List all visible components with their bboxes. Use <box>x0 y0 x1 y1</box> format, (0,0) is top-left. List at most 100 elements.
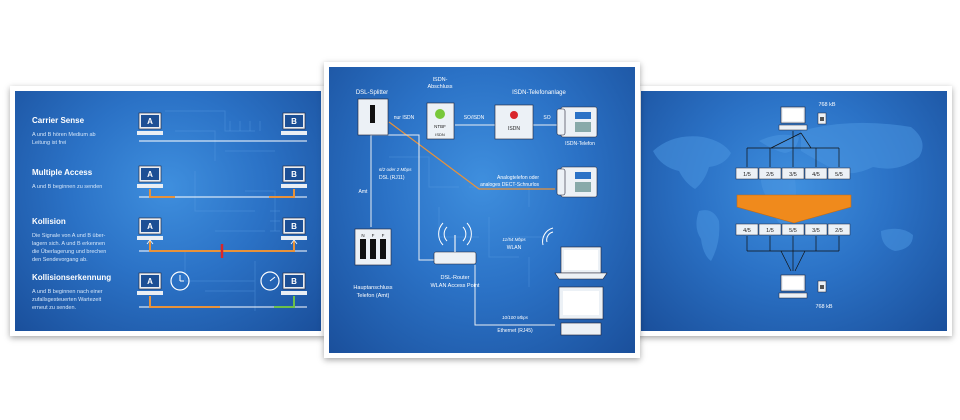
analog-phone-icon <box>556 166 598 198</box>
packet-box: 5/5 <box>781 223 805 236</box>
label-size-bottom: 768 kB <box>815 304 832 310</box>
label-dsl-speed: 6/2 oder 2 Mbps <box>379 167 412 172</box>
dsl-splitter-device <box>357 98 389 136</box>
label-hauptanschluss: Hauptanschluss <box>353 285 392 291</box>
circuit-pattern <box>165 110 280 311</box>
line-ethernet <box>474 265 555 326</box>
label-analog: Analogtelefon oder <box>497 175 539 181</box>
isdn-pbx-device: ISDN <box>494 104 534 140</box>
csma-cd-svg: Carrier Sense A und B hören Medium ab Le… <box>32 110 307 311</box>
row4-signal-b <box>274 296 295 308</box>
wlan-router-device <box>433 222 477 265</box>
label-isdn-telefonanlage: ISDN-Telefonanlage <box>512 90 566 96</box>
svg-text:4/5: 4/5 <box>743 228 751 234</box>
svg-text:4/5: 4/5 <box>812 172 820 178</box>
packet-box: 4/5 <box>735 223 759 236</box>
row4-station-a: A <box>137 272 163 295</box>
transfer-arrow <box>736 194 852 224</box>
label-router: DSL-Router <box>440 275 469 281</box>
section-desc-multiple-access: A und B beginnen zu senden <box>32 184 102 190</box>
section-desc-carrier-sense: A und B hören Medium ab <box>32 132 96 138</box>
row1-station-b: B <box>281 112 307 135</box>
packet-box: 5/5 <box>827 167 851 180</box>
label-amt: Amt <box>359 189 369 195</box>
label-dsl-splitter: DSL-Splitter <box>356 90 388 96</box>
svg-text:lagern sich. A und B erkennen: lagern sich. A und B erkennen <box>32 241 105 247</box>
merge-lines-bottom <box>746 236 840 272</box>
csma-cd-diagram: Carrier Sense A und B hören Medium ab Le… <box>15 91 321 331</box>
network-panel: DSL-Splitter ISDN- Abschluss NTBF ISDN n… <box>324 62 640 358</box>
svg-text:1/5: 1/5 <box>743 172 751 178</box>
svg-text:3/5: 3/5 <box>812 228 820 234</box>
section-title-multiple-access: Multiple Access <box>32 168 93 177</box>
file-icon <box>817 112 827 125</box>
svg-text:den Sendevorgang ab.: den Sendevorgang ab. <box>32 257 88 263</box>
row2-station-b: B <box>281 165 307 188</box>
packet-box: 4/5 <box>804 167 828 180</box>
row1-station-a: A <box>137 112 163 135</box>
svg-text:2/5: 2/5 <box>835 228 843 234</box>
csma-cd-panel: Carrier Sense A und B hören Medium ab Le… <box>10 86 326 336</box>
row2-signal-b <box>269 189 295 198</box>
label-size-top: 768 kB <box>818 102 835 108</box>
section-title-kollision: Kollision <box>32 217 66 226</box>
svg-text:F: F <box>372 233 375 238</box>
station-a-label: A <box>147 117 153 126</box>
top-packet-row: 1/5 2/5 3/5 4/5 5/5 <box>735 167 851 180</box>
label-ntbf: NTBF <box>434 124 446 129</box>
row3-signal-a <box>149 241 222 252</box>
ntbf-device: NTBF ISDN <box>426 102 455 140</box>
svg-text:Telefon (Amt): Telefon (Amt) <box>357 293 390 299</box>
packet-box: 1/5 <box>758 223 782 236</box>
packet-box: 2/5 <box>827 223 851 236</box>
collision-return-arrows <box>146 239 298 245</box>
svg-text:5/5: 5/5 <box>789 228 797 234</box>
svg-text:2/5: 2/5 <box>766 172 774 178</box>
label-so-isdn: SO/ISDN <box>464 115 485 121</box>
row3-station-b: B <box>281 217 307 240</box>
station-b-label: B <box>291 117 297 126</box>
packet-transfer-panel: 768 kB 1/5 2/5 3/5 4/5 5/5 <box>636 86 952 336</box>
svg-text:die Überlagerung und brechen: die Überlagerung und brechen <box>32 248 106 255</box>
packet-transfer-diagram: 768 kB 1/5 2/5 3/5 4/5 5/5 <box>641 91 947 331</box>
packet-box: 2/5 <box>758 167 782 180</box>
svg-text:Leitung ist frei: Leitung ist frei <box>32 140 66 146</box>
network-svg: DSL-Splitter ISDN- Abschluss NTBF ISDN n… <box>353 77 608 336</box>
svg-text:erneut zu senden.: erneut zu senden. <box>32 305 77 311</box>
section-desc-kollisionserkennung: A und B beginnen nach einer <box>32 289 103 295</box>
label-wlan: WLAN <box>507 245 522 251</box>
label-isdn-box: ISDN <box>508 126 520 132</box>
tae-socket-device: N F F <box>354 228 392 266</box>
laptop-icon <box>554 246 608 280</box>
line-dsl <box>399 134 434 261</box>
svg-text:B: B <box>291 277 297 286</box>
bottom-computer-icon <box>778 274 808 299</box>
svg-text:A: A <box>147 222 153 231</box>
network-diagram: DSL-Splitter ISDN- Abschluss NTBF ISDN n… <box>329 67 635 353</box>
label-so: SO <box>543 115 550 121</box>
svg-text:1/5: 1/5 <box>766 228 774 234</box>
label-nur-isdn: nur ISDN <box>394 115 415 121</box>
svg-text:B: B <box>291 170 297 179</box>
section-title-carrier-sense: Carrier Sense <box>32 116 85 125</box>
bottom-packet-row: 4/5 1/5 5/5 3/5 2/5 <box>735 223 851 236</box>
row2-station-a: A <box>137 165 163 188</box>
row4-station-b: B <box>281 272 307 295</box>
row3-station-a: A <box>137 217 163 240</box>
label-isdn-telefon: ISDN-Telefon <box>565 141 595 147</box>
svg-text:analoges DECT-Schnurlos: analoges DECT-Schnurlos <box>480 182 539 188</box>
clock-icon <box>260 271 280 291</box>
svg-text:A: A <box>147 170 153 179</box>
svg-text:B: B <box>291 222 297 231</box>
row2-signal-a <box>149 189 175 198</box>
file-icon <box>817 280 827 293</box>
wlan-signal-icon <box>542 227 554 246</box>
desktop-computer-icon <box>558 286 604 336</box>
row3-signal-b <box>222 241 295 252</box>
top-computer-icon <box>778 106 808 131</box>
packet-box: 3/5 <box>781 167 805 180</box>
section-title-kollisionserkennung: Kollisionserkennung <box>32 273 111 282</box>
label-isdn-small: ISDN <box>435 132 445 137</box>
clock-icon <box>170 271 190 291</box>
packet-svg: 768 kB 1/5 2/5 3/5 4/5 5/5 <box>653 102 923 310</box>
